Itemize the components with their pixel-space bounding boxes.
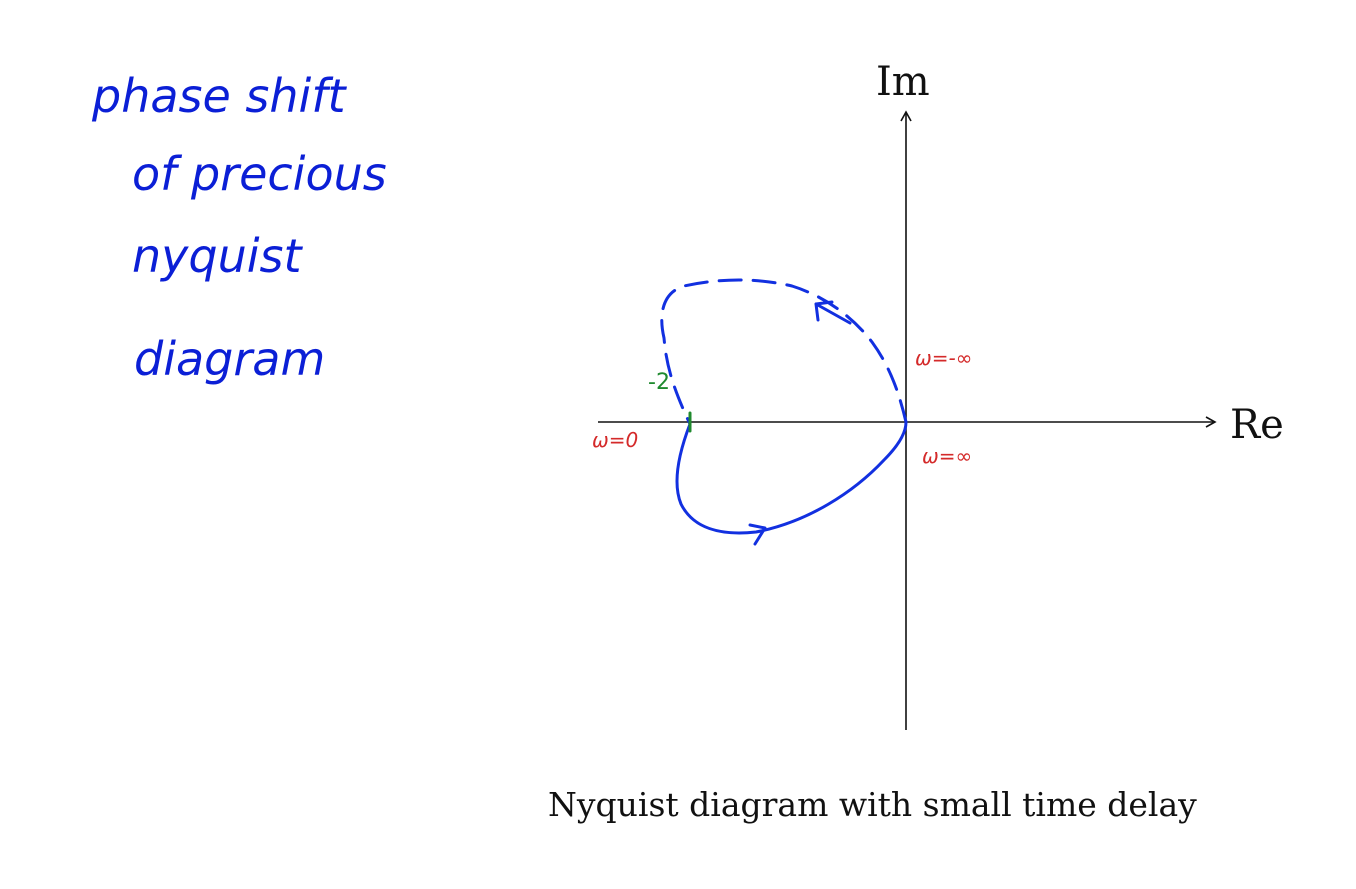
critical-point-marker: -2 bbox=[648, 370, 692, 433]
dashed-branch-arrow bbox=[814, 300, 852, 325]
critical-point-label: -2 bbox=[648, 370, 670, 395]
real-axis-label: Re bbox=[1230, 402, 1284, 448]
frequency-annotations: ω=0 ω=-∞ ω=∞ bbox=[592, 346, 972, 468]
solid-branch-arrow bbox=[748, 523, 767, 546]
omega-zero-label: ω=0 bbox=[592, 428, 638, 452]
nyquist-curves bbox=[660, 278, 908, 546]
handwritten-note: phase shift of precious nyquist diagram bbox=[91, 69, 387, 386]
handwritten-note-line-1: phase shift bbox=[91, 69, 348, 123]
figure-caption: Nyquist diagram with small time delay bbox=[548, 785, 1197, 824]
handwritten-note-line-3: nyquist bbox=[132, 229, 303, 283]
omega-negative-infinity-label: ω=-∞ bbox=[915, 346, 972, 370]
axes: Re Im bbox=[598, 59, 1284, 730]
imaginary-axis-label: Im bbox=[876, 59, 930, 105]
solid-frequency-branch bbox=[675, 420, 908, 535]
handwritten-note-line-2: of precious bbox=[132, 147, 387, 201]
omega-positive-infinity-label: ω=∞ bbox=[922, 444, 972, 468]
dashed-frequency-branch bbox=[660, 278, 908, 426]
handwritten-note-line-4: diagram bbox=[134, 332, 325, 386]
